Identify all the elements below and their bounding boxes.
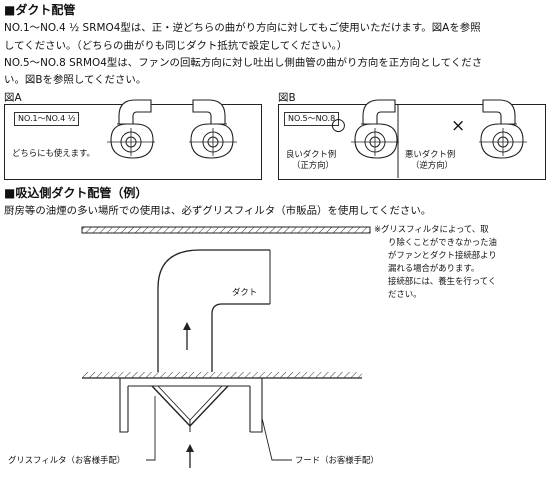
note-line-4: 漏れる場合があります。	[388, 263, 480, 273]
paragraph-line-2: してください。（どちらの曲がりも同じダクト抵抗で設定してください。）	[4, 40, 348, 52]
figure-b-model-tag: NO.5〜NO.8	[284, 112, 340, 126]
bad-example-sublabel: （逆方向）	[411, 160, 453, 170]
paragraph-line-3: NO.5〜NO.8 SRMO4型は、ファンの回転方向に対し吐出し側曲管の曲がり方…	[4, 57, 483, 69]
hood-leader	[261, 417, 292, 461]
grease-filter-label: グリスフィルタ（お客様手配）	[8, 455, 126, 465]
paragraph-line-4: い。図Bを参照してください。	[4, 74, 147, 86]
note-line-2: り除くことができなかった油	[388, 237, 497, 247]
figure-a-caption: どちらにも使えます。	[12, 148, 95, 158]
note-line-3: がファンとダクト接続部より	[388, 250, 497, 260]
figure-a-model-tag: NO.1〜NO.4 ½	[14, 112, 80, 126]
duct-label: ダクト	[232, 287, 258, 297]
good-example-label: 良いダクト例	[286, 149, 337, 159]
hood-left	[119, 378, 129, 433]
figure-a-title: 図A	[4, 92, 22, 104]
filter-leader	[146, 396, 156, 461]
hood-label: フード（お客様手配）	[295, 455, 379, 465]
good-example-circle-icon: ○	[331, 115, 346, 135]
duct-piping-heading: ■ダクト配管	[4, 3, 76, 17]
grease-filter-instruction: 厨房等の油煙の多い場所での使用は、必ずグリスフィルタ（市販品）を使用してください…	[4, 205, 432, 217]
note-line-1: ※グリスフィルタによって、取	[374, 224, 489, 234]
ceiling-slab	[81, 226, 371, 234]
duct-outer	[157, 249, 270, 372]
duct-inner	[211, 303, 270, 372]
note-line-6: ださい。	[388, 289, 422, 299]
figure-b-fan-good	[350, 99, 400, 159]
bad-example-label: 悪いダクト例	[405, 149, 456, 159]
good-example-sublabel: （正方向）	[292, 160, 334, 170]
figure-b-fan-bad	[478, 99, 528, 159]
figure-a-fan-right	[188, 99, 238, 159]
figure-b-box	[278, 104, 546, 180]
figure-b-title: 図B	[278, 92, 296, 104]
note-line-5: 接続部には、養生を行ってく	[388, 276, 497, 286]
intake-duct-heading: ■吸込側ダクト配管（例）	[4, 186, 148, 200]
hood-right	[249, 378, 263, 433]
figure-a-fan-left	[106, 99, 156, 159]
paragraph-line-1: NO.1〜NO.4 ½ SRMO4型は、正・逆どちらの曲がり方向に対してもご使用…	[4, 22, 481, 34]
bad-example-cross-icon: ×	[451, 116, 466, 136]
